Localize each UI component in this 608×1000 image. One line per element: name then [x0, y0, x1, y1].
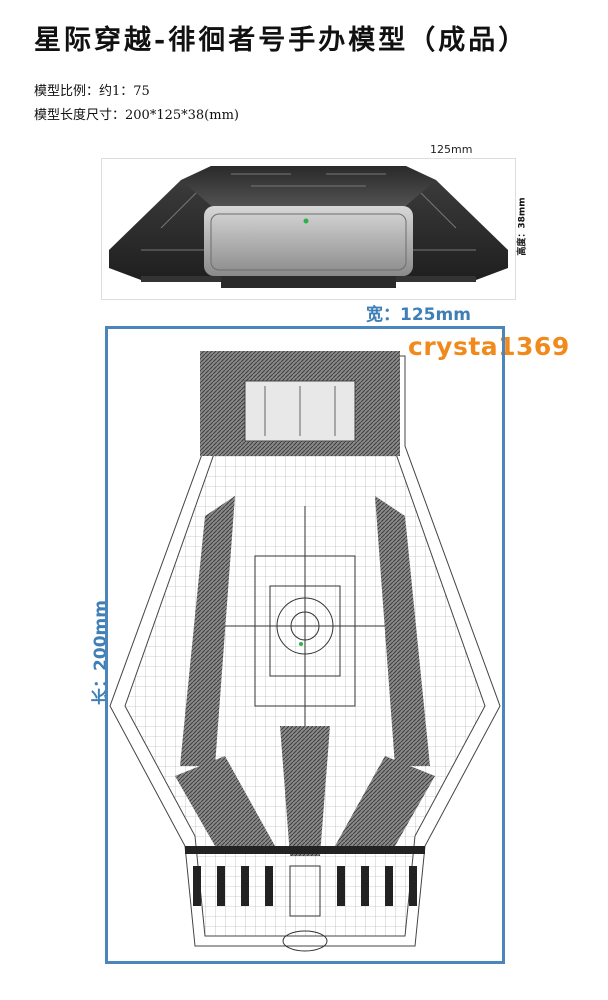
front-view-render — [109, 166, 508, 288]
front-view-frame — [101, 158, 516, 300]
page-title: 星际穿越-徘徊者号手办模型（成品） — [34, 25, 529, 56]
top-view-blueprint — [109, 351, 501, 952]
width-dimension-label: 宽：125mm — [366, 305, 471, 325]
top-view-dimension-frame — [105, 326, 505, 964]
scale-spec: 模型比例：约1：75 — [34, 84, 150, 99]
size-spec: 模型长度尺寸：200*125*38(mm) — [34, 108, 239, 123]
watermark: crysta1369 — [408, 332, 570, 361]
front-height-label: 高度：38mm — [517, 197, 528, 256]
front-width-label: 125mm — [430, 143, 473, 156]
